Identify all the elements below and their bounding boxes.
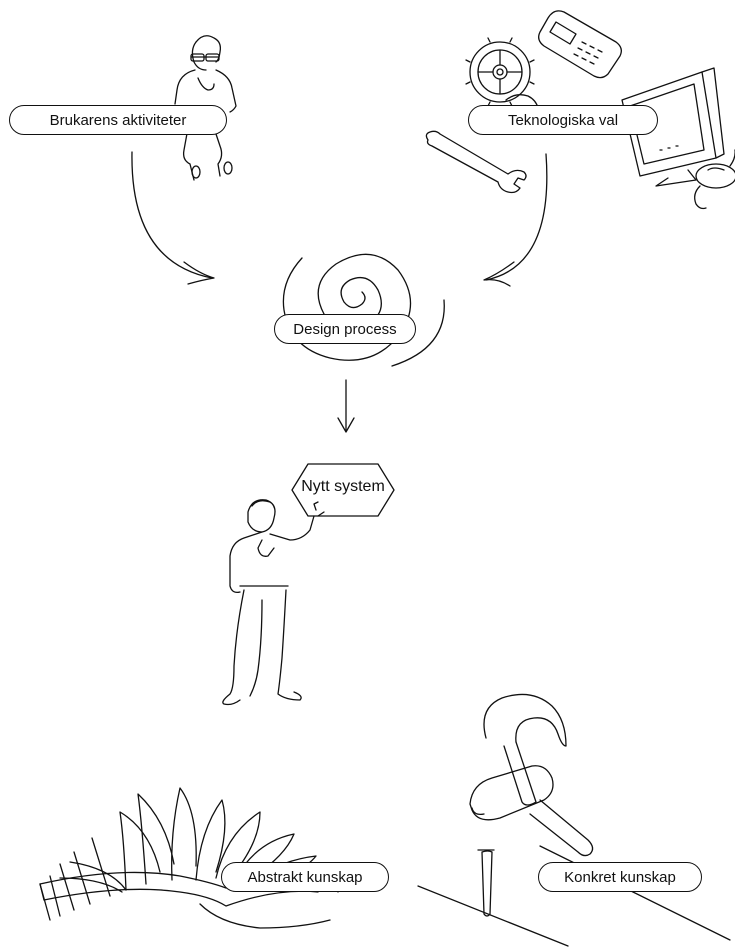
arrow-down — [337, 379, 355, 433]
label-new-system: Nytt system — [301, 478, 385, 495]
wrench-icon — [425, 130, 527, 194]
hammer-icon — [469, 693, 594, 857]
label-technology-choices: Teknologiska val — [468, 105, 658, 135]
mobile-phone-icon — [538, 10, 622, 79]
arrow-user-to-design — [131, 151, 215, 285]
spiral-icon — [282, 253, 445, 367]
label-abstract-knowledge: Abstrakt kunskap — [221, 862, 389, 892]
open-book-icon — [39, 787, 339, 929]
label-user-activities: Brukarens aktiviteter — [9, 105, 227, 135]
arrow-tech-to-design — [483, 153, 548, 287]
new-system-hexagon — [291, 463, 395, 517]
nail-icon — [417, 845, 731, 947]
gear-icon — [465, 37, 539, 109]
person-thinking-icon — [174, 35, 237, 181]
label-design-process: Design process — [274, 314, 416, 344]
label-concrete-knowledge: Konkret kunskap — [538, 862, 702, 892]
computer-mouse-icon — [694, 149, 735, 210]
computer-monitor-icon — [621, 67, 725, 187]
presenter-man-icon — [222, 499, 325, 706]
